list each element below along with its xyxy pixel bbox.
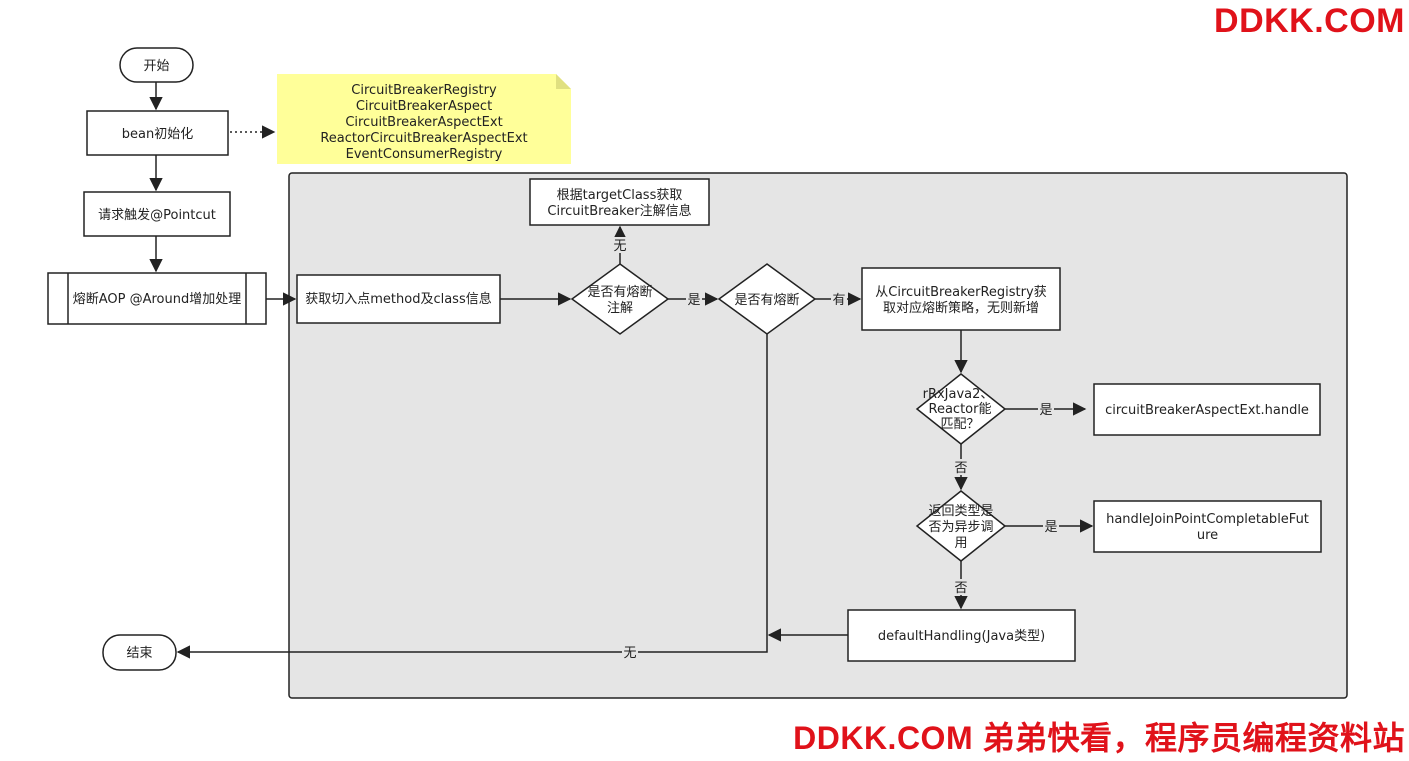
get-annotation-line: 根据targetClass获取: [557, 188, 683, 203]
async-check-line: 否为异步调: [928, 520, 993, 535]
note-line: ReactorCircuitBreakerAspectExt: [320, 131, 527, 146]
get-annotation-line: CircuitBreaker注解信息: [547, 203, 691, 219]
edge-label-yes-annotation: 是: [686, 291, 702, 308]
completable-future-line: ure: [1197, 528, 1218, 543]
svg-text:是: 是: [1044, 520, 1057, 535]
aop-around-node: 熔断AOP @Around增加处理: [47, 272, 267, 325]
svg-text:无: 无: [623, 646, 636, 661]
svg-text:无: 无: [613, 239, 626, 254]
svg-text:否: 否: [954, 581, 967, 596]
svg-text:有: 有: [832, 293, 845, 308]
note-line: CircuitBreakerRegistry: [351, 83, 497, 98]
default-handling-node: defaultHandling(Java类型): [847, 609, 1076, 662]
edge-no-breaker-to-end: [176, 334, 768, 659]
start-node: 开始: [119, 47, 194, 83]
get-strategy-line: 取对应熔断策略，无则新增: [883, 300, 1039, 316]
svg-text:CircuitBreakerAspect: CircuitBreakerAspect: [356, 99, 492, 114]
beans-note: CircuitBreakerRegistry CircuitBreakerAsp…: [277, 74, 571, 164]
get-method-info-label: 获取切入点method及class信息: [305, 291, 491, 307]
note-line: CircuitBreakerAspect: [356, 99, 492, 114]
end-node: 结束: [102, 634, 177, 671]
request-trigger-label: 请求触发@Pointcut: [98, 207, 216, 223]
start-label: 开始: [143, 59, 169, 74]
rx-match-line: 匹配？: [940, 417, 979, 432]
aop-process-container: [288, 172, 1348, 699]
rx-match-line: Reactor能: [929, 402, 992, 417]
aop-around-label: 熔断AOP @Around增加处理: [73, 292, 242, 307]
bean-init-label: bean初始化: [122, 127, 193, 142]
has-breaker-label: 是否有熔断: [734, 293, 799, 308]
has-annotation-line: 是否有熔断: [587, 285, 652, 300]
ext-handle-label: circuitBreakerAspectExt.handle: [1105, 403, 1309, 418]
edge-label-no-breaker: 无: [622, 644, 638, 661]
rx-reactor-match-decision: rRxJava2、 Reactor能 匹配？: [915, 373, 1007, 445]
svg-text:否: 否: [954, 461, 967, 476]
edge-label-rx-yes: 是: [1038, 401, 1054, 418]
edge-label-rx-no: 否: [953, 459, 969, 476]
rx-match-line: rRxJava2、: [923, 387, 994, 402]
svg-text:EventConsumerRegistry: EventConsumerRegistry: [346, 147, 503, 162]
note-line: EventConsumerRegistry: [346, 147, 503, 162]
get-strategy-line: 从CircuitBreakerRegistry获: [875, 285, 1046, 300]
async-check-decision: 返回类型是 否为异步调 用: [915, 490, 1007, 562]
svg-text:CircuitBreakerRegistry: CircuitBreakerRegistry: [351, 83, 497, 98]
bean-init-node: bean初始化: [86, 110, 229, 156]
request-trigger-node: 请求触发@Pointcut: [83, 191, 231, 237]
note-line: CircuitBreakerAspectExt: [345, 115, 502, 130]
edge-label-has-breaker: 有: [831, 291, 847, 308]
ext-handle-node: circuitBreakerAspectExt.handle: [1093, 383, 1321, 436]
has-annotation-decision: 是否有熔断 注解: [570, 263, 670, 335]
svg-text:是: 是: [1039, 403, 1052, 418]
svg-text:是: 是: [687, 293, 700, 308]
end-label: 结束: [126, 646, 152, 661]
has-annotation-line: 注解: [607, 301, 633, 316]
get-method-info-node: 获取切入点method及class信息: [296, 274, 501, 324]
get-annotation-node: 根据targetClass获取 CircuitBreaker注解信息: [529, 178, 710, 226]
svg-text:ReactorCircuitBreakerAspectExt: ReactorCircuitBreakerAspectExt: [320, 131, 527, 146]
watermark-top: DDKK.COM: [1214, 2, 1405, 40]
default-handling-label: defaultHandling(Java类型): [878, 629, 1045, 644]
edge-label-async-yes: 是: [1043, 518, 1059, 535]
async-check-line: 返回类型是: [928, 504, 993, 519]
get-strategy-node: 从CircuitBreakerRegistry获 取对应熔断策略，无则新增: [861, 267, 1061, 331]
edge-label-no-annotation: 无: [612, 237, 628, 254]
svg-text:CircuitBreakerAspectExt: CircuitBreakerAspectExt: [345, 115, 502, 130]
completable-future-line: handleJoinPointCompletableFut: [1106, 512, 1309, 527]
completable-future-node: handleJoinPointCompletableFut ure: [1093, 500, 1322, 553]
async-check-line: 用: [954, 536, 967, 551]
edge-label-async-no: 否: [953, 579, 969, 596]
watermark-bottom: DDKK.COM 弟弟快看，程序员编程资料站: [793, 720, 1405, 756]
